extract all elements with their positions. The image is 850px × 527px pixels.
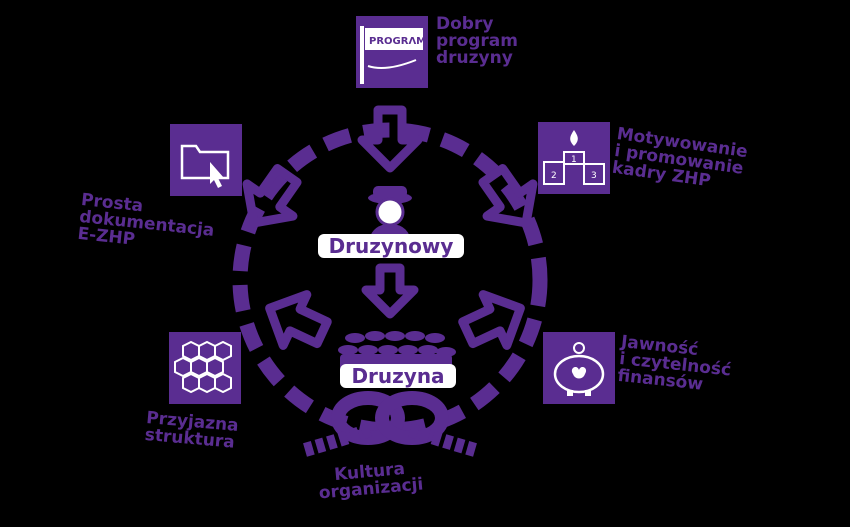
finanse-tile <box>543 332 615 404</box>
rope-knot-icon <box>303 391 477 457</box>
arrow-center <box>361 263 419 319</box>
honeycomb-icon <box>174 340 232 394</box>
arrow-top <box>357 105 423 173</box>
folder-cursor-icon <box>180 144 230 188</box>
struktura-tile <box>169 332 241 404</box>
dokumentacja-tile <box>170 124 242 196</box>
svg-text:2: 2 <box>551 171 557 181</box>
dashed-ring <box>232 122 548 438</box>
arrow-upper-left <box>242 164 302 228</box>
program-sign-icon: PROGRΛM <box>360 26 426 84</box>
podium-icon: 1 2 3 <box>543 130 605 185</box>
arrow-upper-right <box>478 164 538 228</box>
arrow-lower-right <box>458 290 525 350</box>
label-finanse: Jawność i czytelność finansów <box>616 332 733 395</box>
svg-text:1: 1 <box>571 155 577 165</box>
arrow-lower-left <box>265 290 332 350</box>
team-label: Druzyna <box>340 364 456 388</box>
label-struktura: Przyjazna struktura <box>143 408 240 453</box>
kadra-tile: 1 2 3 <box>538 122 610 194</box>
label-program: Dobry program druzyny <box>436 14 518 68</box>
svg-text:PROGRΛM: PROGRΛM <box>369 36 426 47</box>
piggy-bank-icon <box>553 342 605 396</box>
program-tile: PROGRΛM <box>356 16 428 88</box>
leader-label: Druzynowy <box>318 234 464 258</box>
svg-text:3: 3 <box>591 171 597 181</box>
